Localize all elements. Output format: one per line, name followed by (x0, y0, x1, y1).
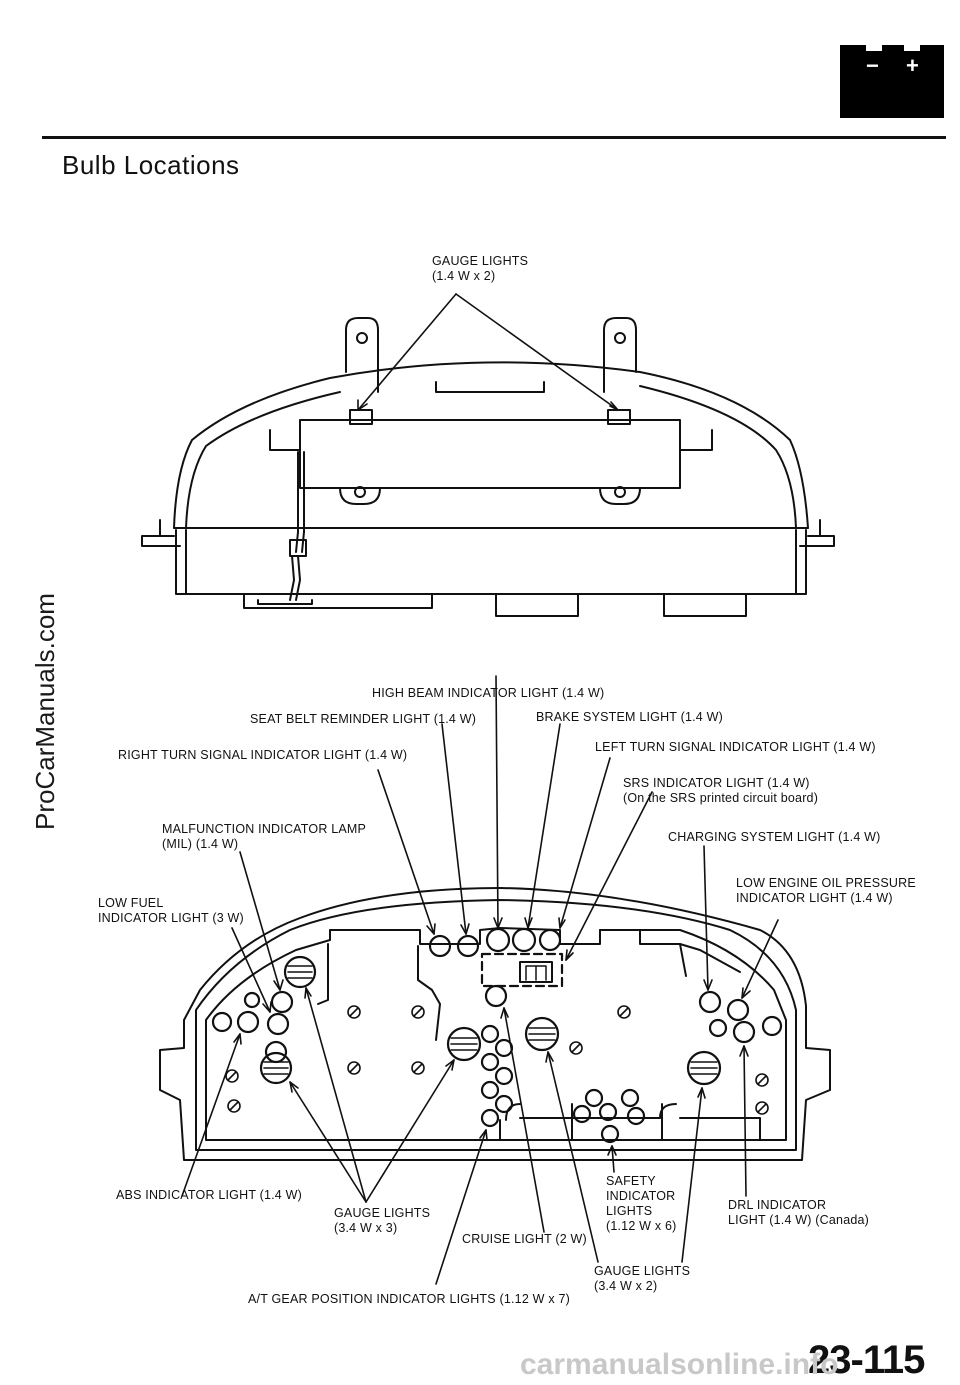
high-beam-label: HIGH BEAM INDICATOR LIGHT (1.4 W) (372, 686, 605, 700)
mil-label: MALFUNCTION INDICATOR LAMP (MIL) (1.4 W) (162, 822, 367, 851)
gauge-2-label: GAUGE LIGHTS (3.4 W x 2) (594, 1264, 691, 1293)
gauge-assembly-rear (141, 317, 835, 617)
gauge-lights-top-label: GAUGE LIGHTS (1.4 W x 2) (432, 254, 529, 283)
gauge-circuit-board (159, 887, 831, 1161)
left-turn-label: LEFT TURN SIGNAL INDICATOR LIGHT (1.4 W) (595, 740, 876, 754)
low-fuel-label: LOW FUEL INDICATOR LIGHT (3 W) (98, 896, 244, 925)
page-number: 23-115 (808, 1338, 925, 1382)
low-oil-label: LOW ENGINE OIL PRESSURE INDICATOR LIGHT … (736, 876, 916, 905)
gauge-light-sockets (259, 955, 722, 1086)
charging-label: CHARGING SYSTEM LIGHT (1.4 W) (668, 830, 881, 844)
brake-system-label: BRAKE SYSTEM LIGHT (1.4 W) (536, 710, 723, 724)
seat-belt-label: SEAT BELT REMINDER LIGHT (1.4 W) (250, 712, 477, 726)
battery-plus: + (906, 53, 919, 78)
screw-heads (225, 1005, 769, 1115)
battery-terminal-left (866, 43, 882, 51)
top-gauge-leaders (357, 293, 619, 411)
cruise-label: CRUISE LIGHT (2 W) (462, 1232, 587, 1246)
battery-icon: − + (840, 43, 944, 118)
indicator-bulbs (211, 927, 783, 1144)
battery-terminal-right (904, 43, 920, 51)
header-rule (42, 136, 946, 139)
srs-label: SRS INDICATOR LIGHT (1.4 W) (On the SRS … (623, 776, 819, 805)
drl-label: DRL INDICATOR LIGHT (1.4 W) (Canada) (728, 1198, 870, 1227)
watermark-left: ProCarManuals.com (30, 593, 60, 830)
right-turn-label: RIGHT TURN SIGNAL INDICATOR LIGHT (1.4 W… (118, 748, 408, 762)
page-title: Bulb Locations (62, 150, 240, 180)
watermark-bottom: carmanualsonline.info (520, 1348, 839, 1381)
safety-label: SAFETY INDICATOR LIGHTS (1.12 W x 6) (606, 1174, 677, 1233)
at-gear-label: A/T GEAR POSITION INDICATOR LIGHTS (1.12… (248, 1292, 570, 1306)
callout-leaders (181, 675, 779, 1285)
battery-minus: − (866, 53, 879, 78)
gauge-3-label: GAUGE LIGHTS (3.4 W x 3) (334, 1206, 431, 1235)
abs-label: ABS INDICATOR LIGHT (1.4 W) (116, 1188, 302, 1202)
